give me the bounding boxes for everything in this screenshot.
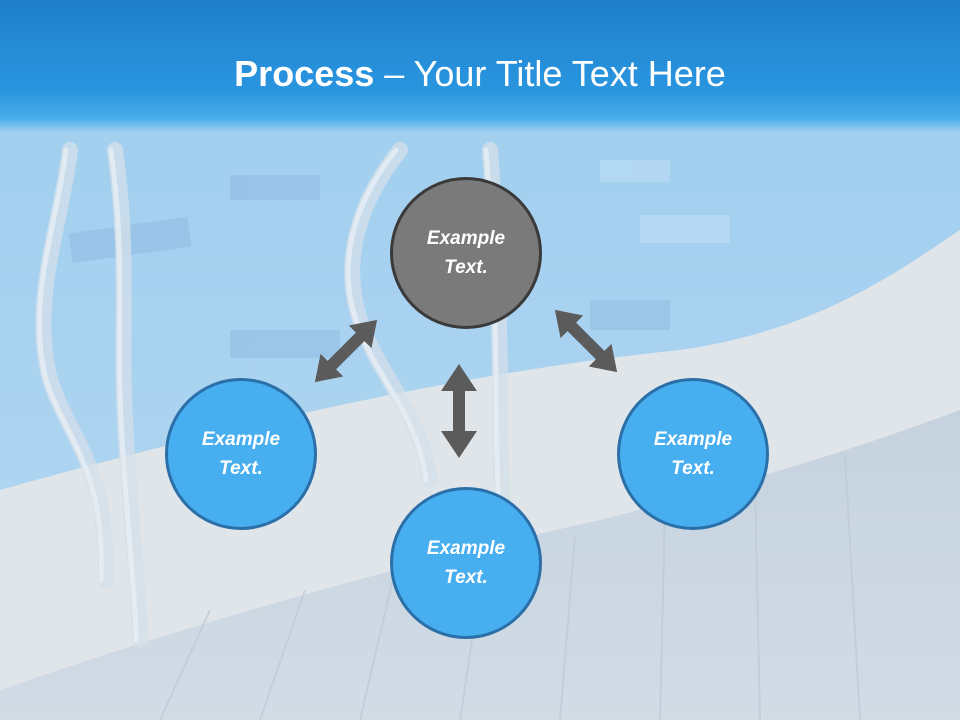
title-banner — [0, 0, 960, 132]
process-node-center: Example Text. — [390, 177, 542, 329]
node-label: Example Text. — [201, 429, 281, 479]
arrow-center-bottom — [441, 364, 477, 458]
arrow-center-left — [314, 319, 378, 383]
node-label: Example Text. — [653, 429, 733, 479]
process-node-left: Example Text. — [165, 378, 317, 530]
node-label: Example Text. — [426, 228, 506, 278]
process-node-bottom: Example Text. — [390, 487, 542, 639]
slide-title: Process – Your Title Text Here — [0, 52, 960, 96]
node-label: Example Text. — [426, 538, 506, 588]
process-node-right: Example Text. — [617, 378, 769, 530]
title-rest: – Your Title Text Here — [374, 53, 726, 94]
arrow-center-right — [554, 309, 618, 373]
title-bold: Process — [234, 53, 375, 94]
